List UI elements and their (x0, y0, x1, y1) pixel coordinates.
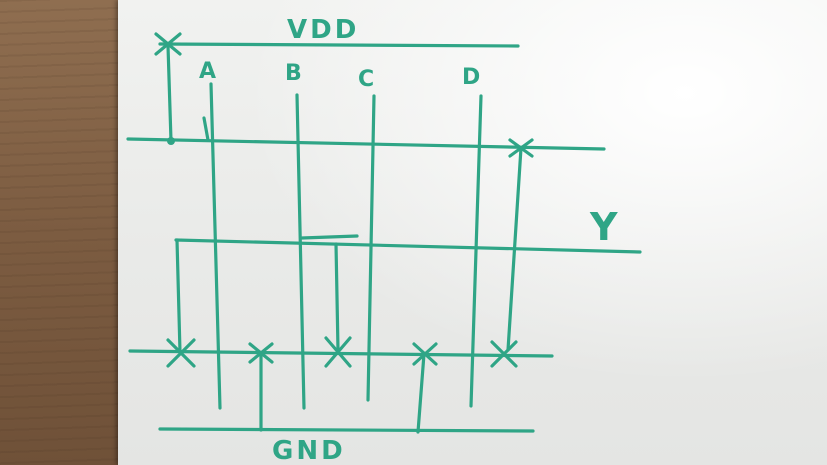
output-wire (174, 238, 642, 254)
vdd-contact (154, 32, 182, 145)
input-a-poly: A (199, 59, 222, 410)
gnd-rail: GND (158, 427, 535, 465)
input-b-poly: B (285, 61, 306, 410)
input-d-poly: D (462, 65, 483, 408)
n-contact-5 (490, 340, 518, 368)
vdd-rail: VDD (158, 15, 520, 48)
n-contact-2-gnd (248, 342, 274, 432)
n-contact-3 (324, 336, 352, 368)
gnd-label: GND (272, 436, 346, 465)
n-contact-4-gnd (412, 342, 438, 434)
middle-output-drop (334, 242, 340, 352)
input-c-poly: C (358, 67, 376, 402)
contact-tick-a (202, 116, 210, 142)
output-label-y: Y (589, 205, 618, 249)
output-wire-overlap (300, 234, 359, 240)
left-output-drop (175, 238, 182, 354)
input-label-a: A (199, 59, 216, 84)
input-label-c: C (358, 67, 374, 92)
n-contact-1 (166, 338, 196, 368)
output-contact-top (506, 138, 534, 352)
vdd-label: VDD (287, 15, 359, 45)
input-label-d: D (462, 65, 480, 90)
wooden-table-edge (0, 0, 122, 465)
input-label-b: B (285, 61, 302, 86)
